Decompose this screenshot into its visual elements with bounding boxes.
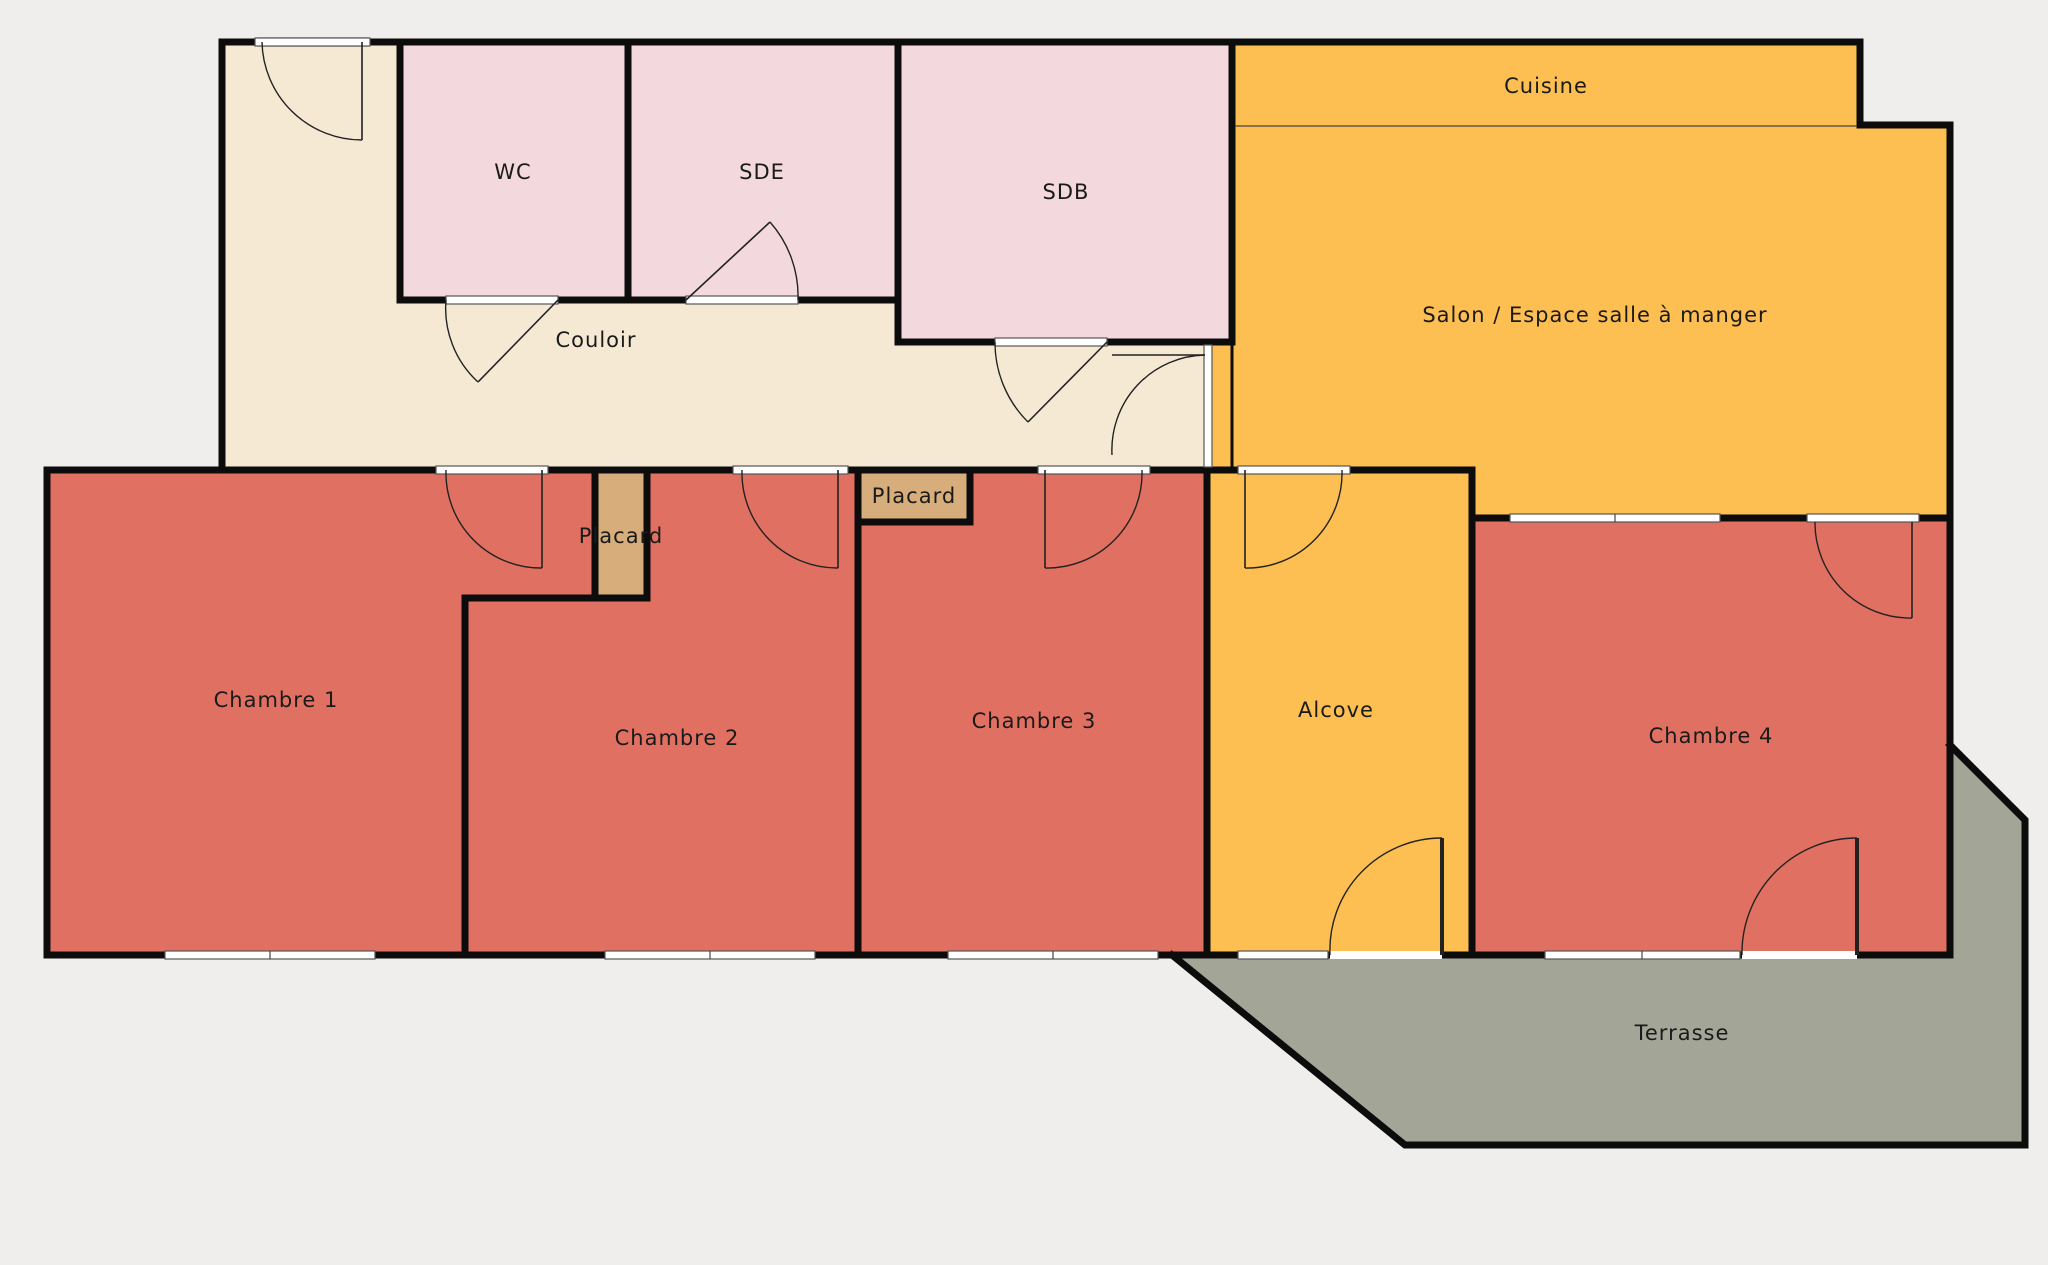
chambre3-area	[858, 470, 1207, 955]
window	[1237, 950, 1329, 960]
salon-area	[1212, 125, 1950, 518]
label-cuisine: Cuisine	[1504, 74, 1588, 98]
window	[1203, 344, 1213, 468]
placard1-area	[595, 470, 647, 598]
label-placard-1: Placard	[579, 524, 663, 548]
label-couloir: Couloir	[556, 328, 637, 352]
doors	[254, 37, 1913, 959]
chambre1-area	[47, 470, 595, 955]
cuisine-area	[1232, 42, 1860, 125]
room-labels: Cuisine Salon / Espace salle à manger WC…	[214, 74, 1774, 1045]
label-wc: WC	[494, 160, 531, 184]
label-chambre-4: Chambre 4	[1649, 724, 1774, 748]
placard2-area	[858, 470, 970, 522]
label-alcove: Alcove	[1298, 698, 1374, 722]
label-chambre-2: Chambre 2	[615, 726, 740, 750]
chambre4-area	[1472, 518, 1950, 955]
label-salon: Salon / Espace salle à manger	[1422, 303, 1767, 327]
sdb-area	[898, 42, 1232, 342]
label-terrasse: Terrasse	[1634, 1021, 1730, 1045]
windows	[164, 37, 1920, 960]
room-fills	[47, 42, 2025, 1145]
label-chambre-3: Chambre 3	[972, 709, 1097, 733]
label-sdb: SDB	[1043, 180, 1090, 204]
chambre2-area	[465, 470, 858, 955]
label-chambre-1: Chambre 1	[214, 688, 339, 712]
wc-area	[400, 42, 625, 300]
label-sde: SDE	[739, 160, 785, 184]
alcove-area	[1207, 470, 1472, 955]
label-placard-2: Placard	[872, 484, 956, 508]
window	[1806, 513, 1920, 523]
terrasse-area	[1172, 745, 2025, 1145]
sde-area	[628, 42, 898, 300]
couloir-area	[222, 42, 1232, 470]
